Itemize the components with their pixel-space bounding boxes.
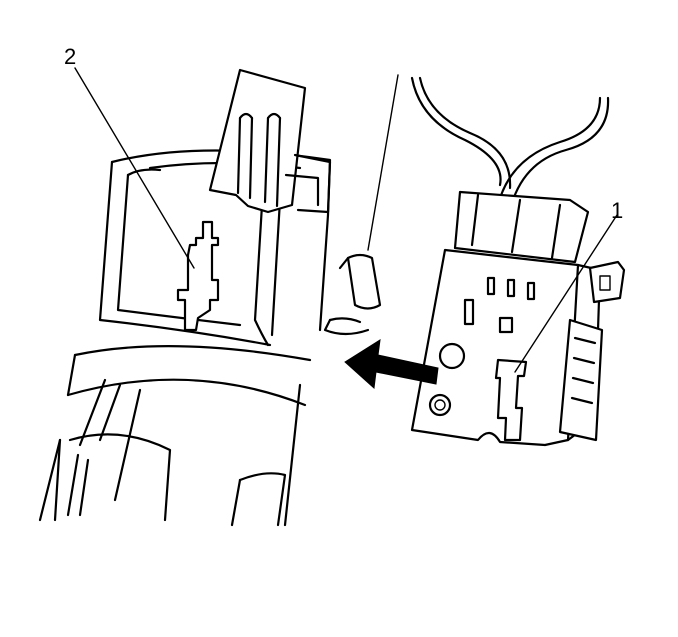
callout-2: 2 (64, 44, 76, 69)
module-tab (494, 358, 528, 442)
callout-1: 1 (611, 198, 623, 223)
arrow-left-icon (344, 339, 439, 390)
leader-line-2 (74, 67, 195, 269)
switch-module (410, 76, 626, 447)
column-housing (98, 68, 399, 347)
leader-line-1 (514, 214, 618, 373)
column-slot (176, 220, 220, 332)
steering-column (38, 345, 312, 527)
